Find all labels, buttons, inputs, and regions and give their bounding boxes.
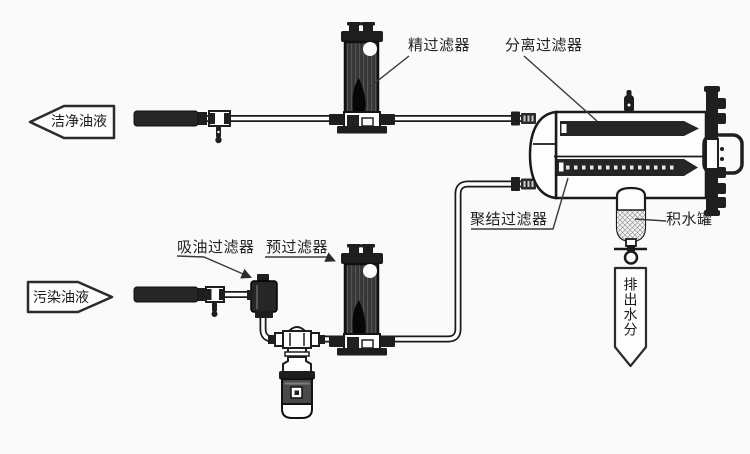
contaminated-oil-valve: [198, 286, 225, 317]
label-fine-filter: 精过滤器: [408, 37, 471, 54]
leader-coalescing-filter: [471, 177, 569, 230]
leader-fine-filter: [370, 55, 410, 87]
label-separation-filter: 分离过滤器: [505, 37, 583, 54]
clean-oil-valve: [198, 110, 231, 144]
clean-oil-flow-tag: 洁净油液: [51, 113, 107, 129]
suction-filter-unit: [247, 274, 278, 318]
label-pre-filter: 预过滤器: [266, 239, 329, 256]
vent-valve: [624, 90, 634, 113]
discharge-water-flow-tag: 排出水分: [622, 277, 639, 337]
clean-oil-hose: [133, 110, 199, 127]
pre-filter-unit: [327, 242, 397, 357]
separator-vessel: [528, 86, 744, 216]
leader-pre-filter: [265, 252, 336, 262]
fine-filter-unit: [327, 20, 397, 135]
coalescing-element: [557, 159, 698, 176]
separation-element: [560, 121, 699, 136]
vessel-inlet-fitting-top: [511, 111, 536, 126]
leader-water-tank: [634, 218, 667, 222]
pipe-pump-to-vessel-loop: [259, 180, 534, 343]
contaminated-oil-flow-tag: 污染油液: [33, 289, 89, 305]
vessel-outlet-fitting-bottom: [511, 177, 536, 191]
label-water-tank: 积水罐: [666, 211, 713, 228]
discharge-water-arrow-box: [613, 266, 648, 368]
label-suction-filter: 吸油过滤器: [177, 239, 255, 256]
drain-valve: [614, 238, 647, 265]
clean-oil-arrow-box: [28, 104, 116, 140]
contaminated-oil-arrow-box: [26, 280, 114, 314]
leader-lines: [176, 55, 667, 279]
leader-separation-filter: [523, 55, 598, 122]
cover-handle: [702, 133, 744, 175]
label-coalescing-filter: 聚结过滤器: [470, 211, 548, 228]
pump-unit: [268, 326, 325, 419]
contaminated-oil-hose: [133, 286, 199, 303]
water-tank: [615, 186, 647, 243]
leader-suction-filter: [176, 255, 252, 279]
